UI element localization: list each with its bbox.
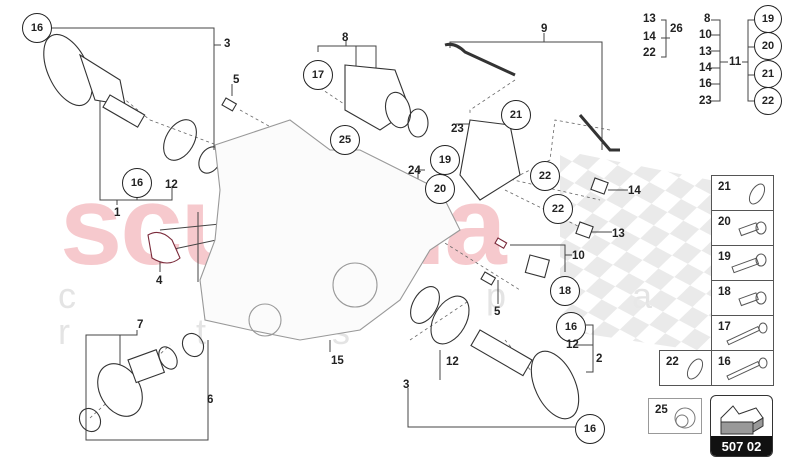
- part-label-3[interactable]: 3: [224, 38, 231, 50]
- part-label-7[interactable]: 7: [137, 319, 144, 331]
- output-flange-right: [530, 350, 580, 420]
- group11-member-10: 10: [699, 29, 712, 41]
- group11-member-13: 13: [699, 46, 712, 58]
- legend-item-18[interactable]: 18: [711, 280, 774, 316]
- callout-21[interactable]: 21: [754, 60, 782, 88]
- long-bolt-icon: [726, 322, 768, 346]
- callout-21[interactable]: 21: [501, 100, 531, 130]
- callout-18[interactable]: 18: [550, 276, 580, 306]
- part-label-24[interactable]: 24: [408, 165, 421, 177]
- short-bolt-icon: [738, 291, 767, 307]
- group11-member-23: 23: [699, 95, 712, 107]
- callout-16[interactable]: 16: [575, 414, 605, 444]
- part-label-8[interactable]: 8: [342, 32, 349, 44]
- group26-member-14: 14: [643, 31, 656, 43]
- legend-item-25[interactable]: 25: [648, 398, 702, 434]
- part-label-12[interactable]: 12: [566, 339, 579, 351]
- callout-22[interactable]: 22: [530, 161, 560, 191]
- callout-22[interactable]: 22: [543, 194, 573, 224]
- part-label-3[interactable]: 3: [403, 379, 410, 391]
- short-bolt-icon: [738, 221, 767, 237]
- callout-16[interactable]: 16: [122, 168, 152, 198]
- part-label-5[interactable]: 5: [494, 306, 501, 318]
- part-label-4[interactable]: 4: [156, 275, 163, 287]
- part-label-14[interactable]: 14: [628, 185, 641, 197]
- legend-item-17[interactable]: 17: [711, 315, 774, 351]
- callout-20[interactable]: 20: [425, 174, 455, 204]
- legend-item-19[interactable]: 19: [711, 245, 774, 281]
- part-label-6[interactable]: 6: [207, 394, 214, 406]
- group26-label[interactable]: 26: [670, 23, 683, 35]
- callout-19[interactable]: 19: [754, 5, 782, 33]
- o-ring-icon: [748, 183, 766, 205]
- part-label-1[interactable]: 1: [114, 207, 121, 219]
- callout-22[interactable]: 22: [754, 87, 782, 115]
- group26-member-22: 22: [643, 47, 656, 59]
- callout-19[interactable]: 19: [430, 145, 460, 175]
- legend-item-22[interactable]: 22: [659, 350, 712, 386]
- group26-member-13: 13: [643, 13, 656, 25]
- part-label-12[interactable]: 12: [446, 356, 459, 368]
- medium-bolt-icon: [731, 253, 767, 274]
- group11-member-8: 8: [704, 13, 711, 25]
- part-label-2[interactable]: 2: [596, 353, 603, 365]
- checkered-flag-watermark: [560, 150, 760, 360]
- part-label-13[interactable]: 13: [612, 228, 625, 240]
- o-ring-icon: [686, 358, 704, 380]
- legend-item-21[interactable]: 21: [711, 175, 774, 211]
- group11-member-16: 16: [699, 78, 712, 90]
- part-label-23[interactable]: 23: [451, 123, 464, 135]
- part-label-5[interactable]: 5: [233, 74, 240, 86]
- callout-17[interactable]: 17: [303, 60, 333, 90]
- plug-icon: [674, 407, 696, 429]
- part-label-15[interactable]: 15: [331, 355, 344, 367]
- legend-item-20[interactable]: 20: [711, 210, 774, 246]
- transfer-case-housing: [199, 119, 461, 341]
- legend-item-16[interactable]: 16: [711, 350, 774, 386]
- callout-25[interactable]: 25: [330, 125, 360, 155]
- long-bolt-icon: [726, 357, 768, 381]
- group11-label[interactable]: 11: [729, 56, 742, 68]
- callout-16[interactable]: 16: [22, 13, 52, 43]
- group11-member-14: 14: [699, 62, 712, 74]
- page-navigation-badge[interactable]: 507 02: [710, 395, 773, 457]
- part-label-9[interactable]: 9: [541, 23, 548, 35]
- page-code: 507 02: [711, 436, 772, 456]
- part-label-10[interactable]: 10: [572, 250, 585, 262]
- back-arrow-icon: [720, 405, 764, 435]
- callout-16[interactable]: 16: [556, 312, 586, 342]
- callout-20[interactable]: 20: [754, 32, 782, 60]
- part-label-12[interactable]: 12: [165, 179, 178, 191]
